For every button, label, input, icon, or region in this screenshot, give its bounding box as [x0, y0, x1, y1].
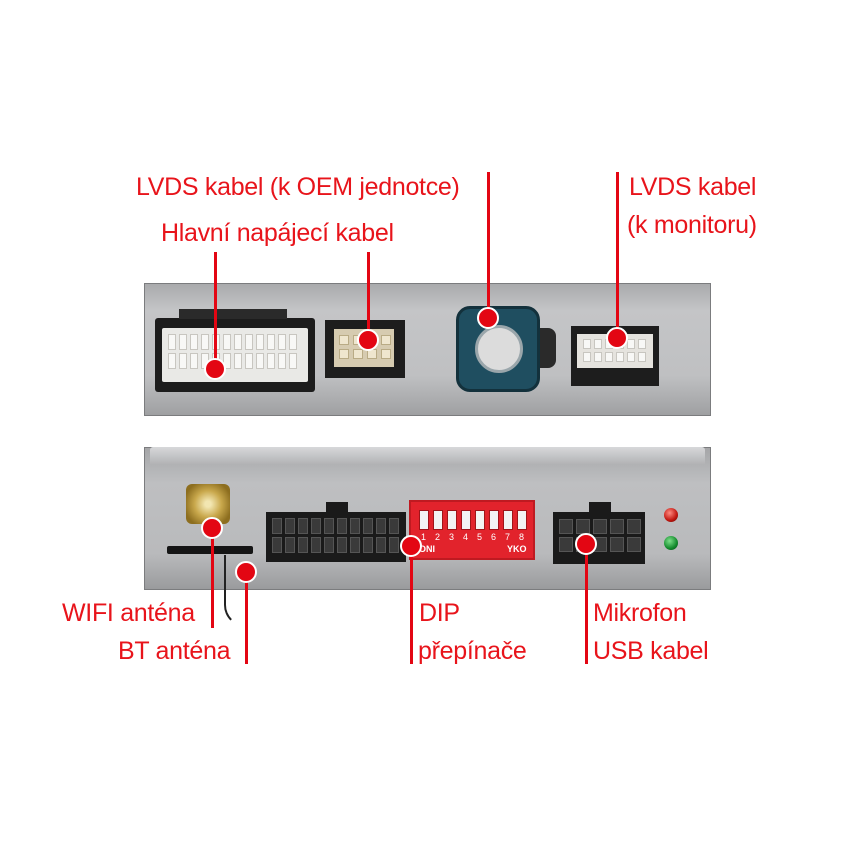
pointer-dot-dip: [400, 535, 422, 557]
dip-number: 4: [463, 532, 469, 542]
pointer-line-mic: [585, 544, 588, 664]
pointer-line-lvds-monitor: [616, 172, 619, 338]
label-lvds-monitor-line1: LVDS kabel: [629, 173, 757, 201]
dip-number: 7: [505, 532, 511, 542]
dip-right-text: YKO: [507, 544, 527, 554]
card-slot: [167, 546, 253, 554]
pointer-line-power-sub: [367, 252, 370, 340]
dip-number: 1: [421, 532, 427, 542]
label-mic-line1: Mikrofon: [593, 599, 687, 627]
pointer-dot-power-sub: [357, 329, 379, 351]
pointer-dot-mic: [575, 533, 597, 555]
pointer-dot-lvds-oem: [477, 307, 499, 329]
pointer-dot-wifi: [201, 517, 223, 539]
mic-usb-connector: [553, 502, 645, 564]
pointer-dot-main-power: [204, 358, 226, 380]
label-main-power: Hlavní napájecí kabel: [161, 219, 394, 247]
label-dip-line2: přepínače: [418, 637, 527, 665]
lvds-oem-connector: [456, 306, 558, 392]
pointer-line-lvds-oem: [487, 172, 490, 318]
dip-number: 6: [491, 532, 497, 542]
dip-number: 3: [449, 532, 455, 542]
status-led-red: [664, 508, 678, 522]
pointer-line-bt: [245, 574, 248, 664]
dip-left-text: ONI: [419, 544, 436, 554]
dip-number: 5: [477, 532, 483, 542]
dip-switch-block: 1 2 3 4 5 6 7 8 ONI YKO: [409, 500, 535, 560]
label-wifi: WIFI anténa: [62, 599, 195, 627]
bt-antenna-wire: [224, 555, 256, 627]
header-connector: [266, 502, 406, 562]
label-dip-line1: DIP: [419, 599, 460, 627]
dip-number: 8: [519, 532, 525, 542]
pointer-dot-bt: [235, 561, 257, 583]
device-back-top-edge: [150, 447, 705, 465]
label-mic-line2: USB kabel: [593, 637, 709, 665]
pointer-line-dip: [410, 546, 413, 664]
label-bt: BT anténa: [118, 637, 231, 665]
pointer-line-main-power: [214, 252, 217, 370]
pointer-line-wifi: [211, 528, 214, 628]
main-power-connector: [155, 309, 315, 392]
dip-number: 2: [435, 532, 441, 542]
label-lvds-monitor-line2: (k monitoru): [627, 211, 757, 239]
label-lvds-oem: LVDS kabel (k OEM jednotce): [136, 173, 460, 201]
pointer-dot-lvds-monitor: [606, 327, 628, 349]
status-led-green: [664, 536, 678, 550]
